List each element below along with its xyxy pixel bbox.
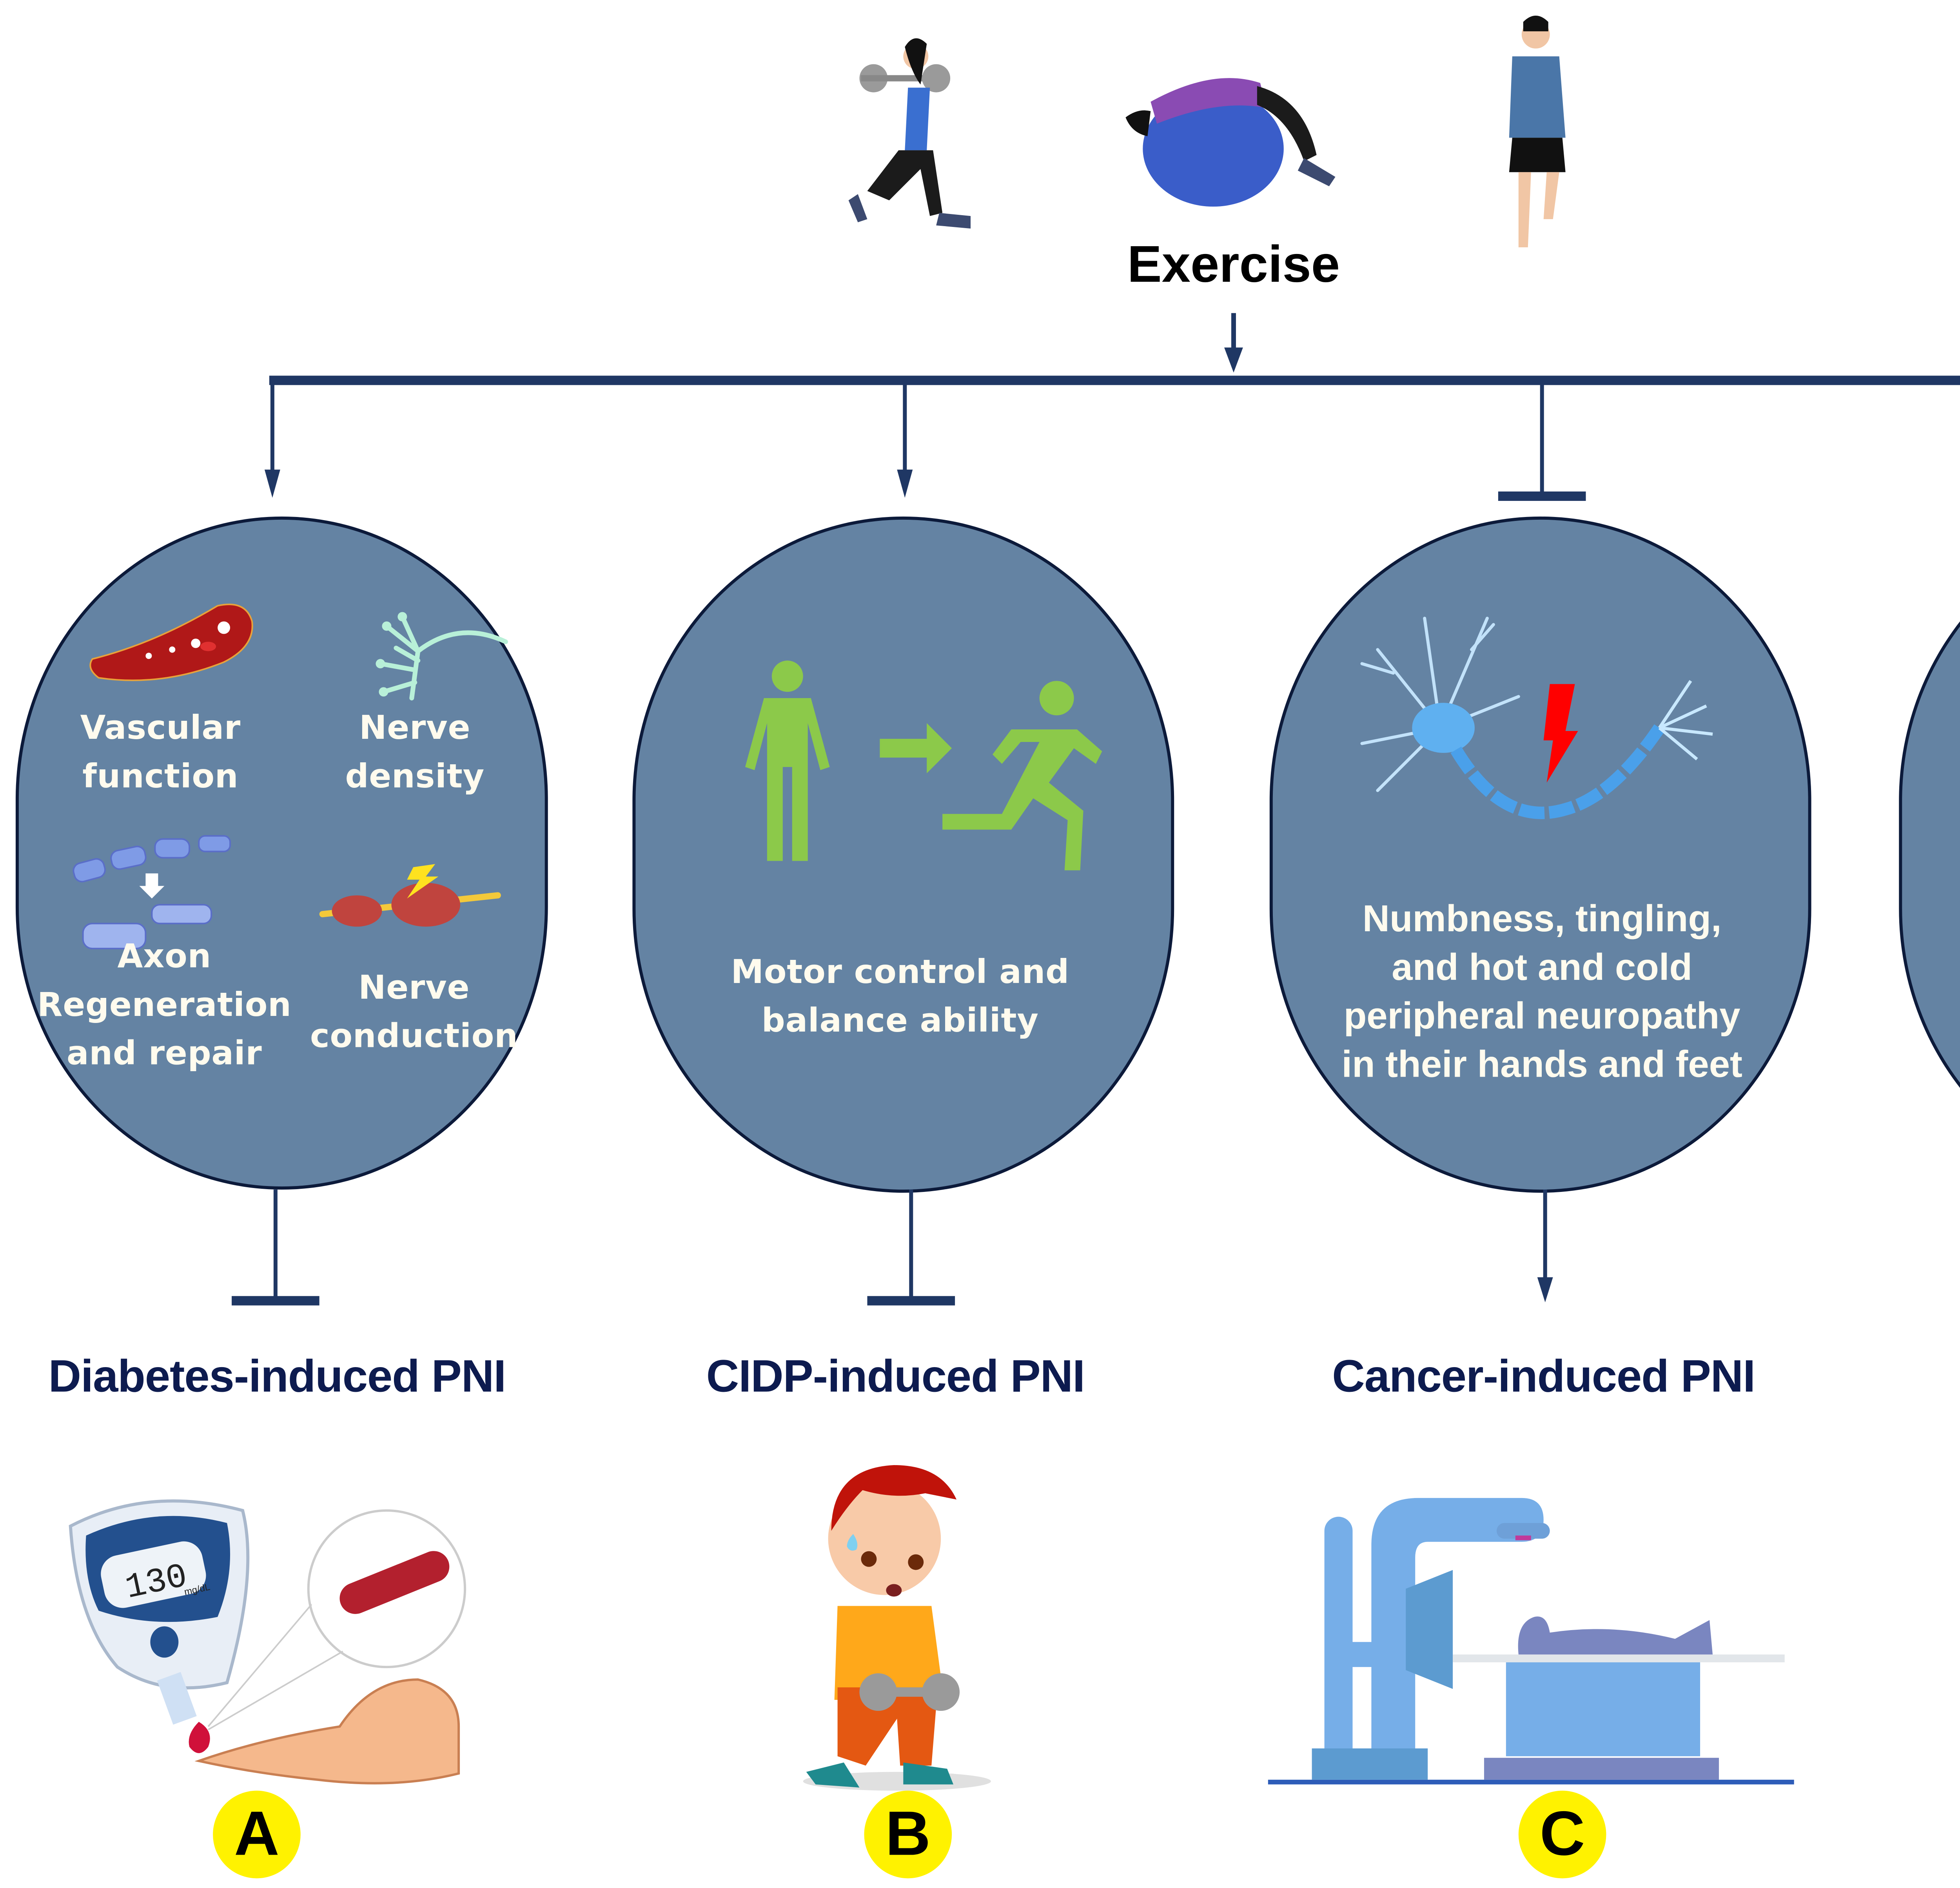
axon [1450, 724, 1665, 819]
branch-a-inhibit-bar [232, 1296, 319, 1306]
label-line: density [345, 757, 485, 795]
pni-label-cancer: Cancer-induced PNI [1332, 1352, 1755, 1403]
exercise-ball-stretch-figure [1125, 78, 1336, 207]
label-line: Regeneration [37, 986, 292, 1024]
running-person-head [1039, 681, 1074, 716]
nerve-branch-icon [376, 612, 508, 701]
boy-pants [837, 1687, 938, 1766]
label-line: and hot and cold [1392, 947, 1693, 989]
oval-a-item-density-label: Nerve density [313, 704, 517, 802]
label-line: in their hands and feet [1341, 1044, 1742, 1086]
branch-b-arrow-head [897, 470, 913, 498]
dumbbell-icon [859, 1673, 960, 1711]
floor-line [1268, 1779, 1794, 1785]
label-line: peripheral neuropathy [1343, 995, 1740, 1038]
blood-drop-icon [189, 1721, 210, 1753]
tired-boy-illustration [803, 1465, 991, 1791]
standing-person-body [745, 698, 830, 861]
oval-a-item-vascular-label: Vascular function [63, 704, 258, 802]
label-line: Neurolipid peroxidation [1926, 898, 1960, 947]
exercise-down-arrow-head [1224, 347, 1243, 373]
axon-regeneration-icon [73, 835, 231, 950]
exercise-title: Exercise [1127, 235, 1340, 293]
label-line: apoptosis, thining of [1926, 996, 1960, 1044]
oval-c-text: Numbness, tingling, and hot and cold per… [1299, 895, 1785, 1089]
gantry-arm [1371, 1498, 1544, 1780]
treatment-table-top [1453, 1654, 1785, 1663]
label-line: Vascular [80, 709, 241, 747]
damaged-neuron-icon [1360, 617, 1713, 819]
branch-c-inhibit-bar [1498, 491, 1586, 501]
label-line: the myelin structure [1926, 1044, 1960, 1093]
right-arrow-icon [880, 723, 952, 773]
label-line: Axon [117, 938, 212, 976]
patient-figure [1518, 1616, 1713, 1655]
branch-a-arrow-head [264, 470, 280, 498]
pni-label-diabetes: Diabetes-induced PNI [48, 1352, 506, 1403]
bottom-connectors [232, 1190, 1553, 1306]
blood-vessel-icon [89, 604, 253, 681]
label-line: balance ability [761, 1001, 1039, 1039]
badge-a: A [213, 1790, 301, 1879]
label-line: and repair [67, 1034, 262, 1072]
nerve-conduction-icon [319, 864, 501, 927]
oval-a-item-conduction-label: Nerve conduction [301, 964, 528, 1061]
label-line: Nerve [359, 709, 471, 747]
hand-icon [194, 1678, 460, 1785]
radiotherapy-illustration [1268, 1498, 1794, 1785]
oval-a-item-axon-label: Axon Regeneration and repair [31, 933, 298, 1078]
badge-c: C [1518, 1790, 1606, 1879]
branch-c-arrow-head [1537, 1277, 1553, 1302]
label-line: conduction [310, 1017, 518, 1055]
branch-b-inhibit-bar [867, 1296, 955, 1306]
standing-to-running-icon [745, 660, 1102, 871]
oval-branch-c [1269, 516, 1811, 1193]
running-person-body [942, 729, 1102, 871]
oval-branch-a [15, 516, 548, 1190]
oval-b-text: Motor control and balance ability [673, 949, 1127, 1046]
label-line: Nerve [358, 969, 470, 1007]
weightlifting-lunge-figure [848, 38, 971, 229]
label-line: Motor control and [731, 953, 1069, 991]
badge-b: B [864, 1790, 952, 1879]
label-line: and Schwann cell [1926, 947, 1960, 996]
horizontal-bus [269, 375, 1960, 385]
label-line: Numbness, tingling, [1362, 898, 1722, 941]
standing-person-head [771, 660, 803, 692]
lightning-bolt-icon [1543, 684, 1578, 783]
label-line: function [82, 757, 239, 795]
running-man-figure [1509, 15, 1566, 247]
pni-label-cidp: CIDP-induced PNI [706, 1352, 1085, 1403]
boy-shirt [834, 1606, 944, 1700]
glucose-meter-illustration: 130 mg/dL [69, 1499, 466, 1785]
oval-branch-b [632, 516, 1174, 1193]
oval-d-text: Neurolipid peroxidation and Schwann cell… [1926, 898, 1960, 1092]
sweat-drop-icon [847, 1534, 858, 1551]
pni-label-aging: Aging-induced PNI [1935, 1352, 1960, 1404]
top-connectors [264, 313, 1960, 501]
boy-hair [831, 1465, 957, 1531]
